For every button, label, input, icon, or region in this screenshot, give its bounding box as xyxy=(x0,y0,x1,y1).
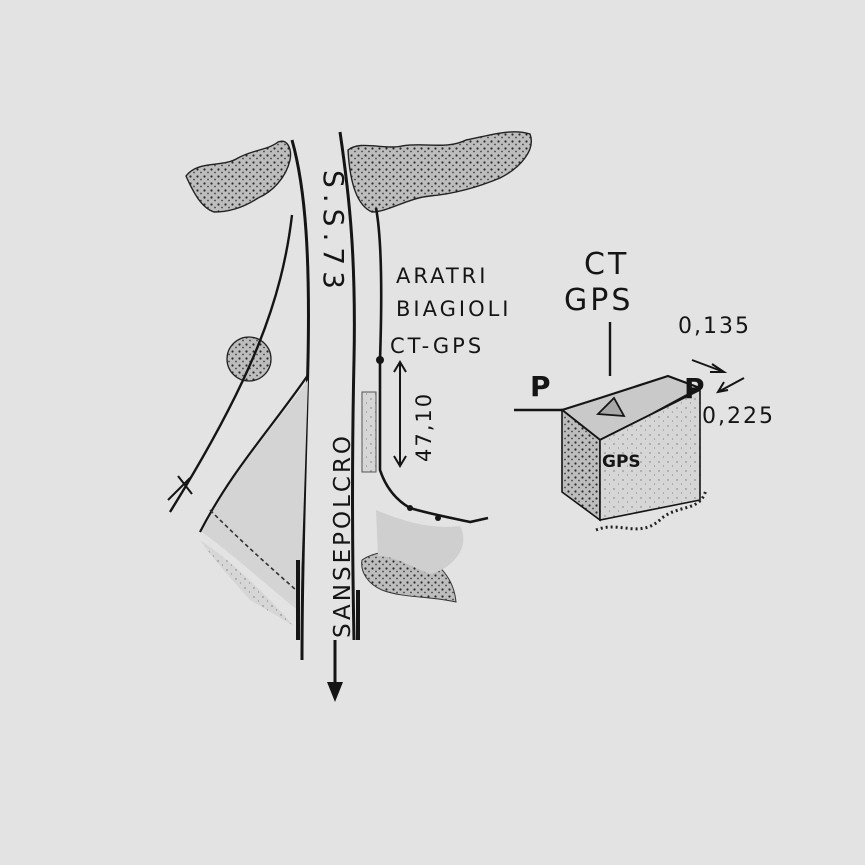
dimension-arrow-top xyxy=(393,360,407,373)
tree-round-upper xyxy=(226,336,272,382)
signpost-left xyxy=(167,475,193,501)
side-road-edge xyxy=(168,214,294,513)
measure-arrow-top xyxy=(691,359,725,373)
junction-point-2 xyxy=(435,515,441,521)
road-edge-right xyxy=(338,131,356,641)
place-name-line1: ARATRI xyxy=(396,264,489,288)
point-label: CT-GPS xyxy=(390,334,485,358)
marker-block-front xyxy=(599,388,701,521)
place-name-line2: BIAGIOLI xyxy=(396,297,512,321)
survey-triangle-icon xyxy=(595,396,626,418)
marker-block-label: GPS xyxy=(602,452,641,472)
tree-cluster-top-left xyxy=(185,140,292,213)
measure-arrowhead-top xyxy=(710,363,728,373)
road-name-label: S.S.73 xyxy=(317,170,350,295)
ditch-shade xyxy=(376,510,464,574)
detail-title-line1: CT xyxy=(584,247,630,282)
dimension-arrow-bottom xyxy=(393,455,407,468)
direction-arrow-head xyxy=(327,682,343,702)
verge-hatched-strip xyxy=(361,391,377,473)
direction-label: SANSEPOLCRO xyxy=(330,432,356,638)
junction-point-1 xyxy=(407,505,413,511)
ct-gps-point-marker xyxy=(376,356,384,364)
distance-label: 47,10 xyxy=(412,391,436,462)
measure-arrow-bottom xyxy=(717,377,745,393)
right-verge-line xyxy=(374,207,489,524)
measure-arrowhead-bottom xyxy=(715,381,729,394)
lower-left-shade xyxy=(200,540,294,626)
tree-cluster-top-right xyxy=(347,131,532,213)
triangle-island xyxy=(202,380,308,612)
detail-title-line2: GPS xyxy=(564,283,634,318)
measure-bottom-label: 0,225 xyxy=(702,404,775,429)
detail-marker-right: P xyxy=(684,372,705,405)
road-edge-left xyxy=(290,139,310,661)
detail-marker-left: P xyxy=(530,370,551,403)
field-boundary xyxy=(209,509,297,591)
measure-top-label: 0,135 xyxy=(678,314,751,339)
